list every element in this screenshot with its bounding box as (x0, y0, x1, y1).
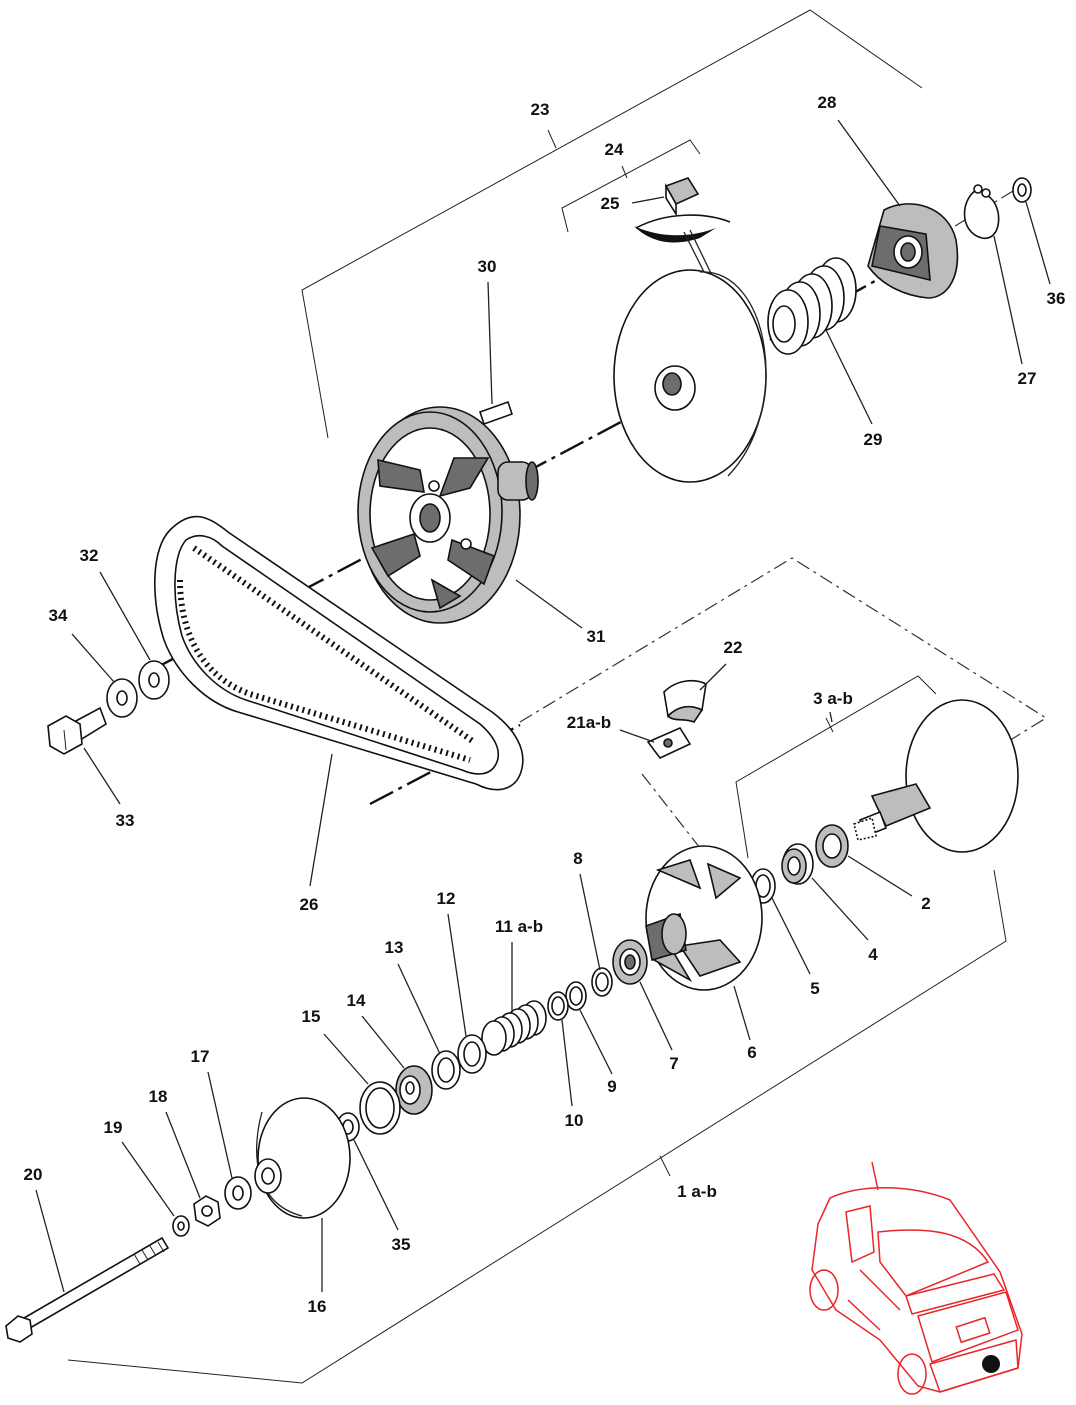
axis-line-circlip (931, 187, 1019, 241)
part-15-circlip (359, 1081, 401, 1135)
callout-label-12: 12 (437, 889, 456, 908)
callout-label-9: 9 (607, 1077, 616, 1096)
part-17-washer (224, 1176, 252, 1210)
callout-label-13: 13 (385, 938, 404, 957)
part-29-spring (767, 257, 857, 355)
callout-label-24: 24 (605, 140, 624, 159)
group-bracket-24 (561, 139, 701, 233)
part-4-bushing (781, 843, 814, 885)
part-9-o-ring (565, 981, 587, 1011)
part-2-bearing (815, 824, 849, 868)
vehicle-locator-car (809, 1161, 1023, 1395)
callout-label-29: 29 (864, 430, 883, 449)
callout-label-4: 4 (868, 945, 878, 964)
callout-label-35: 35 (392, 1235, 411, 1254)
group-bracket-dashdot (519, 557, 1048, 849)
part-3-driven-shaft (853, 699, 1019, 853)
callout-label-28: 28 (818, 93, 837, 112)
callout-label-33: 33 (116, 811, 135, 830)
callout-label-21: 21a-b (567, 713, 611, 732)
callout-label-1: 1 a-b (677, 1182, 717, 1201)
callout-label-18: 18 (149, 1087, 168, 1106)
part-13-washer (431, 1050, 461, 1090)
part-33-bolt (47, 706, 107, 755)
part-27-circlip (963, 184, 1000, 239)
callout-label-26: 26 (300, 895, 319, 914)
leader-lines (35, 119, 1051, 1293)
callout-label-6: 6 (747, 1043, 756, 1062)
callout-labels: 1 a-b 2 3 a-b 4 5 6 7 8 9 10 11 a-b 12 13 14 15 16 17 18 1… (24, 93, 1066, 1316)
part-25-slider (664, 177, 700, 217)
callout-label-11: 11 a-b (495, 917, 543, 936)
callout-label-31: 31 (587, 627, 606, 646)
part-movable-pulley-half (613, 214, 767, 483)
part-20-long-bolt (5, 1236, 170, 1343)
callout-label-23: 23 (531, 100, 550, 119)
callout-label-22: 22 (724, 638, 743, 657)
part-8-o-ring (591, 967, 613, 997)
part-7-seal (612, 939, 648, 985)
part-10-o-ring (547, 991, 569, 1021)
callout-label-17: 17 (191, 1047, 210, 1066)
group-bracket-3 (735, 675, 937, 859)
part-22-slider-cap (663, 679, 707, 723)
group-bracket-1 (67, 869, 1007, 1384)
callout-label-20: 20 (24, 1165, 43, 1184)
part-16-cover (254, 1097, 351, 1219)
part-12-washer (457, 1034, 487, 1074)
callout-label-19: 19 (104, 1118, 123, 1137)
group-bracket-23 (301, 9, 923, 439)
callout-label-27: 27 (1018, 369, 1037, 388)
part-34-washer (106, 678, 138, 718)
part-21-slider-plate (646, 726, 692, 759)
part-31-fixed-pulley (357, 406, 539, 624)
part-30-key (478, 400, 514, 426)
callout-label-32: 32 (80, 546, 99, 565)
callout-label-3: 3 a-b (813, 689, 853, 708)
callout-label-2: 2 (921, 894, 930, 913)
part-28-cam-housing (867, 203, 959, 299)
part-19-washer (172, 1215, 190, 1237)
callout-label-7: 7 (669, 1054, 678, 1073)
part-11-spring (481, 1000, 547, 1056)
callout-label-14: 14 (347, 991, 366, 1010)
callout-label-34: 34 (49, 606, 68, 625)
callout-label-15: 15 (302, 1007, 321, 1026)
part-18-nut (193, 1195, 221, 1227)
part-6-driven-pulley-half (645, 845, 763, 991)
callout-label-8: 8 (573, 849, 582, 868)
callout-label-16: 16 (308, 1297, 327, 1316)
part-36-washer (1012, 177, 1032, 203)
part-32-washer (138, 660, 170, 700)
callout-label-36: 36 (1047, 289, 1066, 308)
callout-label-5: 5 (810, 979, 819, 998)
part-26-drive-belt (154, 515, 524, 791)
callout-label-30: 30 (478, 257, 497, 276)
callout-label-25: 25 (601, 194, 620, 213)
callout-label-10: 10 (565, 1111, 584, 1130)
part-14-hub (395, 1065, 433, 1115)
